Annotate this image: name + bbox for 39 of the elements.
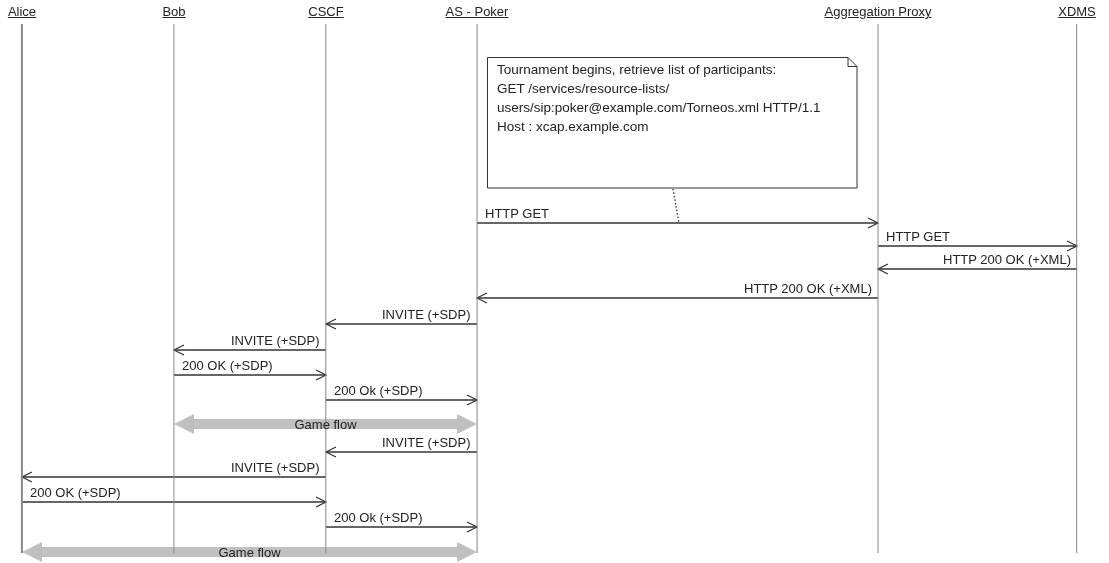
message-label: 200 OK (+SDP) (182, 358, 273, 373)
note-text: Host : xcap.example.com (497, 118, 650, 136)
arrow (476, 217, 879, 229)
message-label: HTTP GET (886, 229, 951, 244)
message-label: 200 Ok (+SDP) (334, 383, 423, 398)
message-label: INVITE (+SDP) (382, 307, 471, 322)
flow-band-arrow (174, 414, 477, 434)
arrow (173, 344, 327, 356)
arrow (325, 446, 478, 458)
message-label: 200 OK (+SDP) (30, 485, 121, 500)
message-label: HTTP 200 OK (+XML) (744, 281, 872, 296)
message-label: HTTP GET (485, 206, 550, 221)
arrow (476, 292, 879, 304)
message-label: 200 Ok (+SDP) (334, 510, 423, 525)
flow-band-arrow (22, 542, 477, 562)
leader-line (672, 188, 680, 224)
participant-label: CSCF (308, 4, 344, 20)
message-label: HTTP 200 OK (+XML) (943, 252, 1071, 267)
message-label: INVITE (+SDP) (231, 460, 320, 475)
arrow (325, 318, 478, 330)
participant-label: XDMS (1058, 4, 1096, 20)
arrow (21, 471, 327, 483)
message-label: Game flow (218, 545, 281, 560)
arrow (877, 263, 1078, 275)
participant-label: AS - Poker (445, 4, 509, 20)
participant-label: Alice (7, 4, 37, 20)
participant-label: Bob (162, 4, 186, 20)
message-label: INVITE (+SDP) (382, 435, 471, 450)
arrow (173, 369, 327, 381)
note-box (487, 57, 858, 189)
participant-label: Aggregation Proxy (824, 4, 932, 20)
arrow (325, 394, 478, 406)
arrow (21, 496, 327, 508)
message-label: Game flow (294, 417, 357, 432)
arrow (877, 240, 1078, 252)
note-text: Tournament begins, retrieve list of participants: (497, 61, 778, 79)
message-label: INVITE (+SDP) (231, 333, 320, 348)
arrow (325, 521, 478, 533)
note-text: GET /services/resource-lists/ users/sip:poker@example.com/Torneos.xml HTTP/1.1 (497, 80, 822, 117)
